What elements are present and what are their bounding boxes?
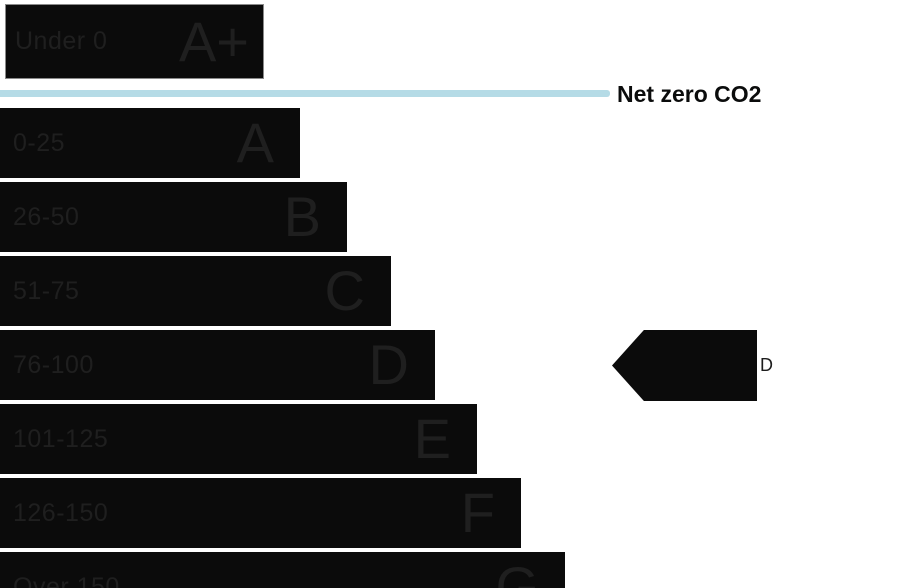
band-range-label: 126-150 (13, 498, 109, 527)
net-zero-label: Net zero CO2 (617, 81, 762, 107)
band-letter: A+ (178, 9, 249, 73)
band-range-label: 76-100 (13, 350, 94, 379)
net-zero-line (0, 90, 610, 97)
band-letter: E (413, 407, 451, 470)
band-letter: B (283, 185, 321, 248)
band-c: 51-75 C (0, 256, 391, 326)
band-e: 101-125 E (0, 404, 477, 474)
band-f: 126-150 F (0, 478, 521, 548)
band-g: Over 150 G (0, 552, 565, 588)
band-letter: F (460, 481, 495, 544)
band-a-plus: Under 0 A+ (5, 4, 264, 79)
band-range-label: 0-25 (13, 128, 66, 157)
current-rating-arrow-icon (612, 330, 757, 401)
band-range-label: Over 150 (13, 572, 120, 588)
band-range-label: 101-125 (13, 424, 109, 453)
band-letter: D (368, 333, 409, 396)
band-a: 0-25 A (0, 108, 300, 178)
band-range-label: 51-75 (13, 276, 80, 305)
band-range-label: 26-50 (13, 202, 80, 231)
band-b: 26-50 B (0, 182, 347, 252)
band-letter: C (324, 259, 365, 322)
band-range-label: Under 0 (15, 27, 108, 55)
band-letter: G (495, 555, 539, 588)
current-rating-letter: D (760, 355, 773, 375)
band-letter: A (236, 111, 274, 174)
band-d: 76-100 D (0, 330, 435, 400)
